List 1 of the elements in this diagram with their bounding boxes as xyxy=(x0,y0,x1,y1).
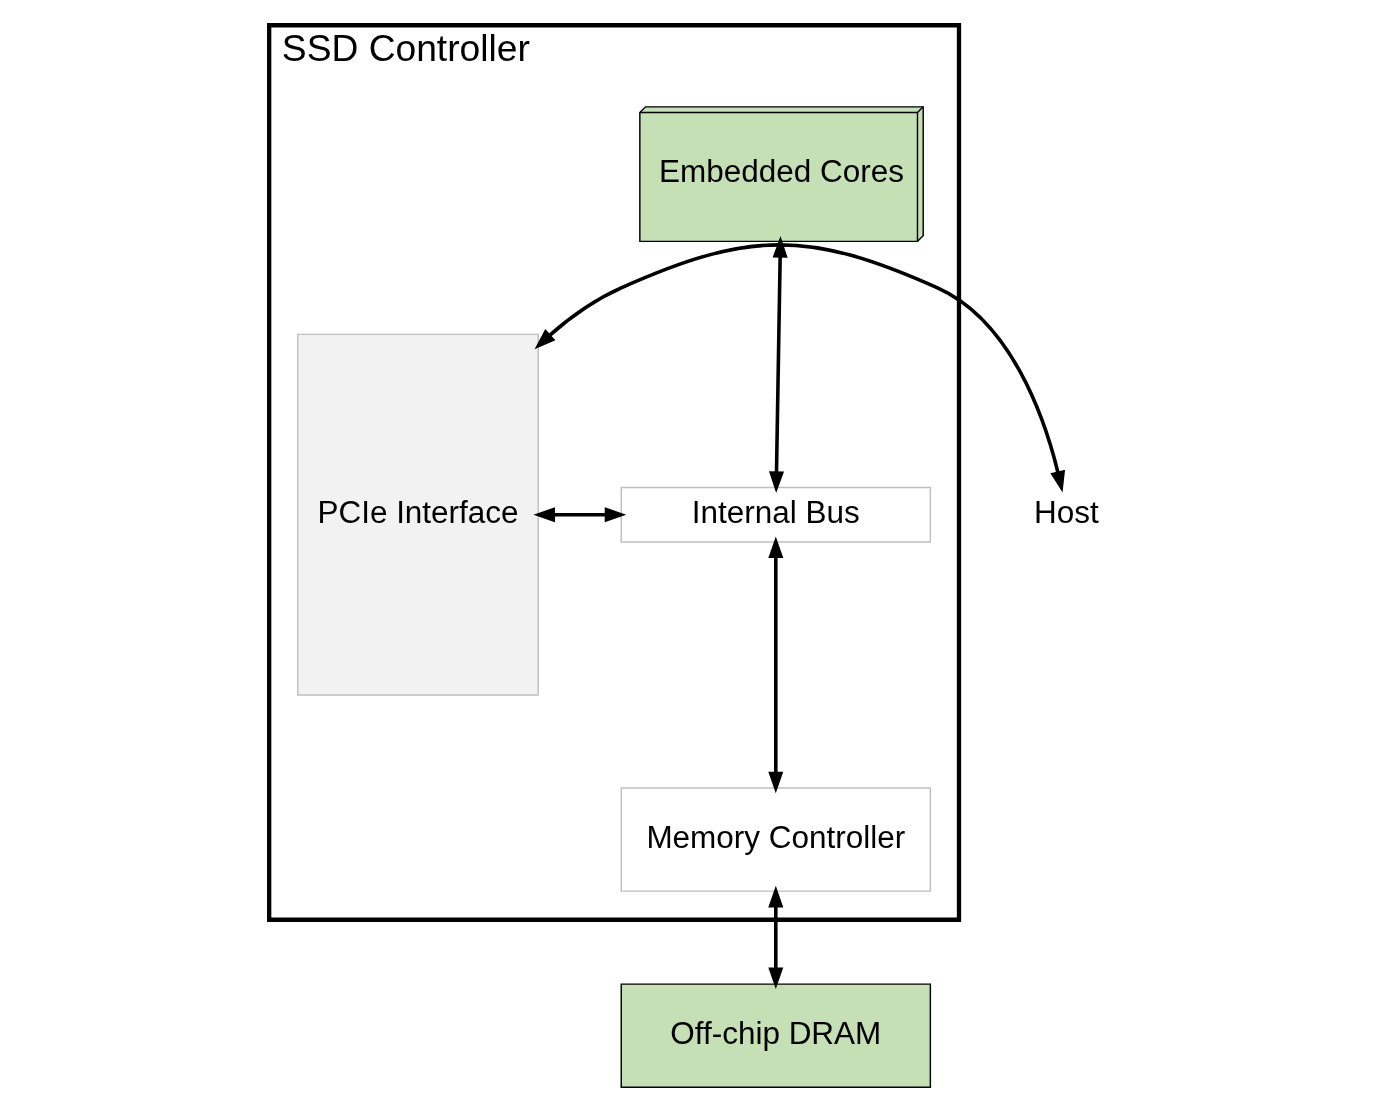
node-text: Host xyxy=(1033,494,1099,530)
